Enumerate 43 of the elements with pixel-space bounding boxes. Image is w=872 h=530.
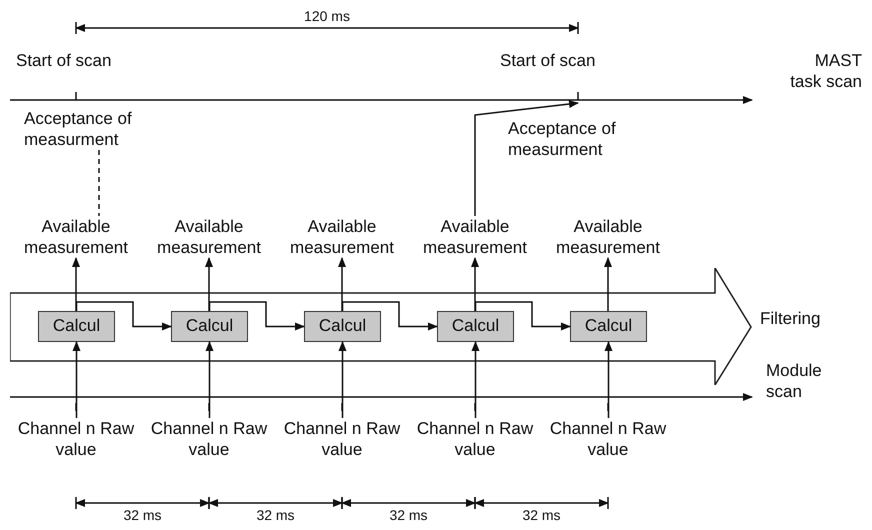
arrow bbox=[342, 301, 438, 330]
arrow bbox=[474, 100, 579, 216]
input-label: Channel n Raw value bbox=[10, 418, 142, 460]
arrow bbox=[76, 301, 172, 330]
process-box: Calcul bbox=[171, 311, 248, 342]
process-box: Calcul bbox=[570, 311, 647, 342]
dimension-label: 32 ms bbox=[521, 507, 562, 524]
event-label: Acceptance of measurment bbox=[508, 118, 617, 160]
arrow bbox=[604, 341, 612, 418]
arrow bbox=[472, 341, 480, 418]
input-label: Channel n Raw value bbox=[143, 418, 275, 460]
axis-label: Module scan bbox=[766, 360, 823, 402]
arrow bbox=[471, 257, 479, 311]
dimension-label: 32 ms bbox=[122, 507, 163, 524]
arrow bbox=[338, 341, 346, 418]
event-label: Acceptance of measurment bbox=[24, 108, 174, 150]
input-label: Channel n Raw value bbox=[276, 418, 408, 460]
dimension-label: 120 ms bbox=[303, 8, 351, 25]
arrow bbox=[72, 341, 80, 418]
input-label: Channel n Raw value bbox=[409, 418, 541, 460]
arrow bbox=[206, 341, 214, 418]
arrow bbox=[338, 257, 346, 311]
dashed-line bbox=[98, 150, 100, 216]
arrow bbox=[208, 301, 305, 330]
output-label: Available measurement bbox=[409, 216, 541, 258]
event-label: Start of scan bbox=[16, 50, 112, 71]
arrow bbox=[474, 301, 571, 330]
arrow bbox=[604, 257, 612, 311]
arrow bbox=[205, 257, 213, 311]
axis-label: MAST task scan bbox=[789, 50, 862, 92]
process-box: Calcul bbox=[38, 311, 115, 342]
process-box: Calcul bbox=[437, 311, 514, 342]
output-label: Available measurement bbox=[10, 216, 142, 258]
process-box: Calcul bbox=[304, 311, 381, 342]
output-label: Available measurement bbox=[143, 216, 275, 258]
dimension-label: 32 ms bbox=[388, 507, 429, 524]
event-label: Start of scan bbox=[500, 50, 596, 71]
input-label: Channel n Raw value bbox=[542, 418, 674, 460]
band-label: Filtering bbox=[760, 308, 820, 329]
arrow bbox=[72, 257, 80, 311]
output-label: Available measurement bbox=[276, 216, 408, 258]
dimension-label: 32 ms bbox=[255, 507, 296, 524]
output-label: Available measurement bbox=[542, 216, 674, 258]
